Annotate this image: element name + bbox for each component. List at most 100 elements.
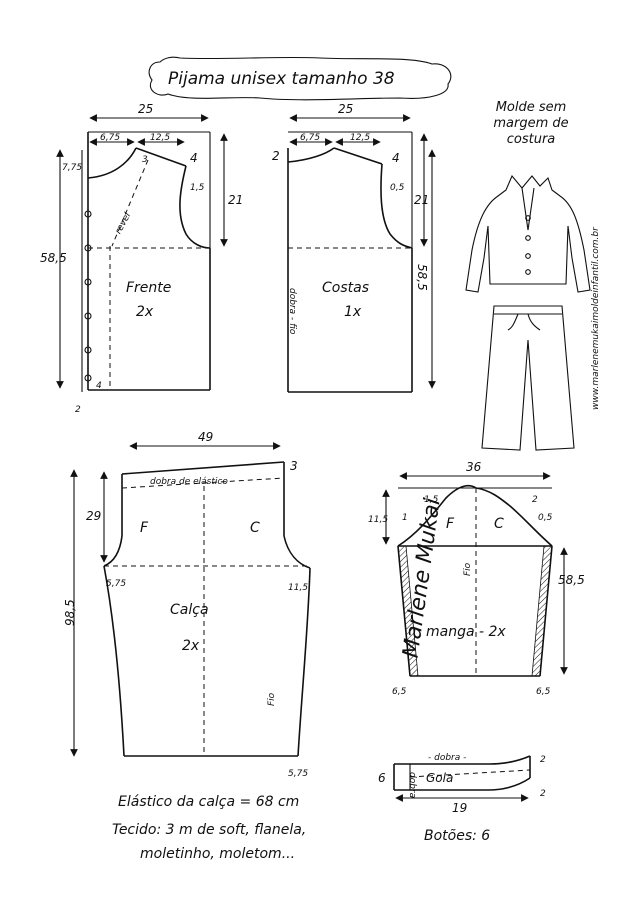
fabric-note-line-2: moletinho, moletom... — [140, 846, 295, 862]
frente-armhole — [179, 165, 211, 249]
shirt-button — [525, 269, 531, 275]
shirt-outline — [465, 174, 591, 293]
calca-fold-line — [121, 477, 285, 489]
calca-back-crotch — [283, 535, 311, 569]
calca-waist — [121, 461, 285, 475]
manga-width-label: 36 — [466, 460, 482, 474]
pants-outline — [481, 305, 575, 451]
calca-right-ext: 11,5 — [288, 583, 308, 593]
gola-piece: - dobra - dobra 6 Gola 2 2 19 — [378, 753, 546, 815]
gola-fold-label: - dobra - — [428, 753, 466, 763]
calca-length-label: 98,5 — [63, 599, 77, 626]
manga-left-in: 1,5 — [424, 495, 439, 505]
frente-revel-label: revel — [114, 211, 134, 236]
frente-hem-ext: 4 — [96, 381, 102, 391]
shirt-button — [525, 235, 531, 241]
gola-label: Gola — [426, 771, 453, 785]
costas-armhole — [380, 163, 413, 249]
gola-top-edge — [394, 755, 531, 765]
calca-width-label: 49 — [198, 430, 213, 444]
manga-left-out: 1 — [402, 513, 408, 523]
costas-length-label: 58,5 — [415, 264, 429, 291]
costas-neck-drop: 2 — [272, 149, 280, 163]
gola-side-fold: dobra — [407, 772, 417, 798]
costas-shoulder — [333, 147, 383, 165]
frente-neck-w: 6,75 — [100, 133, 120, 143]
frente-count: 2x — [136, 304, 154, 320]
calca-count: 2x — [182, 638, 200, 654]
title-cloud — [148, 56, 452, 101]
frente-label: Frente — [126, 280, 171, 296]
manga-right-out: 0,5 — [538, 513, 553, 523]
gola-height-label: 6 — [378, 771, 386, 785]
costas-armhole-in: 0,5 — [390, 183, 405, 193]
gola-top-rise: 2 — [540, 755, 546, 765]
costas-neckline — [287, 147, 335, 163]
manga-label: manga - 2x — [426, 624, 506, 640]
frente-armhole-in: 1,5 — [190, 183, 205, 193]
calca-label: Calça — [170, 602, 209, 618]
shirt-placket — [521, 187, 535, 231]
costas-count: 1x — [344, 304, 362, 320]
gola-width-label: 19 — [452, 801, 467, 815]
frente-width-label: 25 — [138, 102, 153, 116]
frente-armhole-depth: 21 — [228, 193, 243, 207]
manga-front-hatch — [397, 545, 419, 677]
gola-bottom-rise: 2 — [540, 789, 546, 799]
frente-shoulder-w: 12,5 — [150, 133, 170, 143]
calca-front-crotch — [103, 535, 123, 567]
frente-bottom: 2 — [75, 405, 81, 415]
frente-shoulder — [135, 147, 187, 167]
frente-neck-back: 3 — [142, 155, 148, 165]
costas-fold-label: dobra - fio — [287, 288, 297, 335]
note-box: Molde sem margem de costura — [493, 100, 569, 147]
calca-front-label: F — [140, 520, 149, 536]
frente-neck-drop: 7,75 — [62, 163, 82, 173]
website-watermark: www.marlenemukaimoldeinfantil.com.br — [591, 226, 601, 410]
frente-buttons — [84, 210, 92, 382]
pajama-sketch — [465, 174, 591, 451]
calca-piece: 49 3 dobra de elástico 29 98,5 5,75 11,5… — [63, 430, 311, 779]
gola-fold-line — [409, 769, 531, 778]
shirt-button — [525, 253, 531, 259]
buttons-note: Botões: 6 — [424, 828, 490, 844]
button-mark — [84, 278, 92, 286]
manga-cap-height: 11,5 — [368, 515, 388, 525]
manga-front-label: F — [446, 516, 455, 532]
frente-shoulder-drop: 4 — [190, 151, 198, 165]
manga-cap-front — [397, 484, 477, 547]
elastic-note: Elástico da calça = 68 cm — [118, 794, 299, 810]
shirt-button — [525, 215, 531, 221]
button-mark — [84, 374, 92, 382]
costas-armhole-depth: 21 — [414, 193, 429, 207]
manga-hem-left: 6,5 — [392, 687, 407, 697]
title-text: Pijama unisex tamanho 38 — [168, 69, 395, 89]
calca-back-label: C — [250, 520, 260, 536]
pants-drawstring — [507, 313, 541, 331]
calca-hem-ext: 5,75 — [288, 769, 308, 779]
frente-piece: 25 6,75 12,5 7,75 3 4 1,5 21 58,5 4 2 re… — [40, 102, 243, 415]
calca-crotch-depth: 29 — [86, 509, 101, 523]
button-mark — [84, 346, 92, 354]
costas-shoulder-w: 12,5 — [350, 133, 370, 143]
calca-fold-label: dobra de elástico — [150, 477, 228, 487]
frente-revel-line — [111, 159, 149, 247]
manga-length-label: 58,5 — [558, 573, 585, 587]
calca-grain-label: Fio — [267, 692, 277, 706]
calca-waist-rise: 3 — [290, 459, 298, 473]
calca-front-inseam — [103, 565, 125, 757]
calca-left-ext: 5,75 — [106, 579, 126, 589]
calca-back-inseam — [297, 567, 311, 757]
costas-label: Costas — [322, 280, 369, 296]
frente-length-label: 58,5 — [40, 251, 67, 265]
button-mark — [84, 210, 92, 218]
costas-neck-w: 6,75 — [300, 133, 320, 143]
fabric-note-line-1: Tecido: 3 m de soft, flanela, — [112, 822, 306, 838]
manga-hem-right: 6,5 — [536, 687, 551, 697]
manga-cap-back — [475, 487, 553, 547]
note-text: Molde sem margem de costura — [493, 100, 569, 147]
costas-width-label: 25 — [338, 102, 353, 116]
costas-piece: 25 6,75 12,5 2 4 0,5 21 58,5 dobra - fio… — [272, 102, 436, 393]
button-mark — [84, 312, 92, 320]
